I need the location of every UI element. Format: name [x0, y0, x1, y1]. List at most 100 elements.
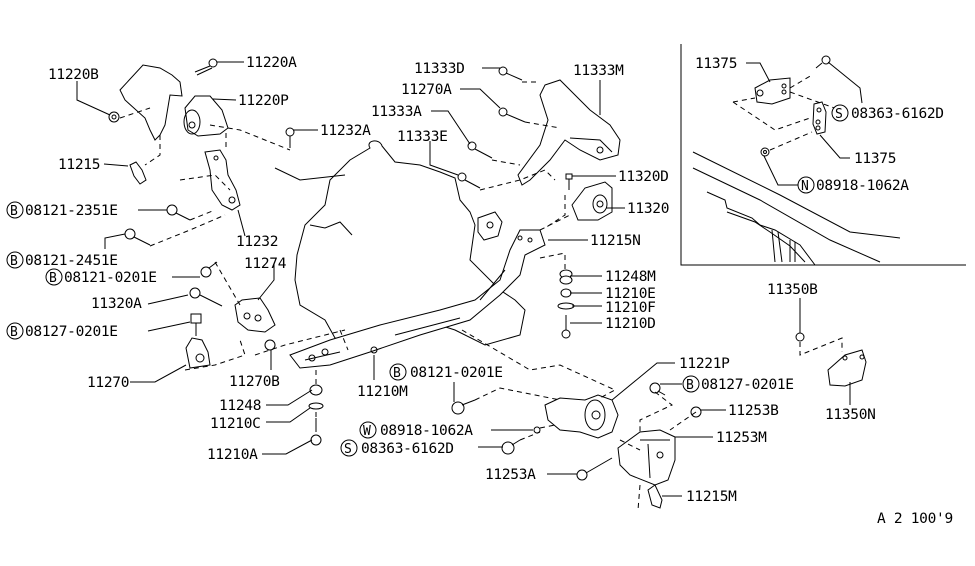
bracket-11220B-shield[interactable]: [119, 64, 183, 141]
nut-11220B[interactable]: [108, 111, 120, 123]
washer-11210C[interactable]: [308, 402, 324, 410]
label-11210E[interactable]: 11210E: [605, 286, 656, 302]
label-11253A[interactable]: 11253A: [485, 467, 536, 483]
label-11274[interactable]: 11274: [244, 256, 287, 272]
label-08918-1062A-inset[interactable]: 08918-1062A: [816, 178, 910, 194]
bolt-11320A[interactable]: [189, 287, 223, 307]
label-11270[interactable]: 11270: [87, 375, 129, 391]
label-11220B[interactable]: 11220B: [48, 67, 99, 83]
bolt-08121-2451E[interactable]: [124, 228, 151, 246]
label-11375-lower[interactable]: 11375: [854, 151, 896, 167]
label-11232A[interactable]: 11232A: [320, 123, 371, 139]
insulator-11248[interactable]: [309, 384, 323, 396]
bracket-11215M[interactable]: [647, 484, 663, 509]
label-11210A[interactable]: 11210A: [207, 447, 258, 463]
bracket-11375-lower[interactable]: [812, 101, 827, 135]
bolt-08121-2351E[interactable]: [166, 204, 191, 221]
label-08121-0201E-left[interactable]: 08121-0201E: [64, 270, 157, 286]
bolt-08127-0201E-right[interactable]: [649, 382, 666, 396]
label-11248[interactable]: 11248: [219, 398, 261, 414]
prefix-b: B: [10, 204, 18, 219]
leader-lines: [76, 61, 851, 497]
label-11220P[interactable]: 11220P: [238, 93, 289, 109]
label-11248M[interactable]: 11248M: [605, 269, 656, 285]
prefix-b: B: [393, 366, 401, 381]
label-11350B[interactable]: 11350B: [767, 282, 818, 298]
label-08127-0201E-left[interactable]: 08127-0201E: [25, 324, 118, 340]
bracket-11215N[interactable]: [477, 211, 503, 241]
bolt-11333A[interactable]: [467, 141, 493, 159]
bolt-08121-0201E-center[interactable]: [451, 399, 476, 415]
bracket-11333M[interactable]: [517, 79, 621, 186]
label-11253B[interactable]: 11253B: [728, 403, 779, 419]
label-08918-1062A[interactable]: 08918-1062A: [380, 423, 474, 439]
label-11210M[interactable]: 11210M: [357, 384, 408, 400]
label-11320A[interactable]: 11320A: [91, 296, 142, 312]
insulator-11248M[interactable]: [559, 269, 573, 285]
bolt-11270A[interactable]: [498, 107, 526, 123]
label-11210D[interactable]: 11210D: [605, 316, 656, 332]
label-11215N[interactable]: 11215N: [590, 233, 641, 249]
label-08363-6162D-center[interactable]: 08363-6162D: [361, 441, 454, 457]
label-11270B[interactable]: 11270B: [229, 374, 280, 390]
label-11210F[interactable]: 11210F: [605, 300, 656, 316]
prefix-s: S: [835, 107, 843, 122]
bolt-11253A[interactable]: [576, 457, 613, 481]
mount-11274[interactable]: [234, 297, 276, 333]
label-11210C[interactable]: 11210C: [210, 416, 261, 432]
prefix-b: B: [49, 271, 57, 286]
bolt-08121-0201E-left[interactable]: [200, 261, 218, 278]
label-11215M[interactable]: 11215M: [686, 489, 737, 505]
mount-11221P[interactable]: [544, 394, 619, 439]
label-08363-6162D-inset[interactable]: 08363-6162D: [851, 106, 944, 122]
label-11232[interactable]: 11232: [236, 234, 278, 250]
crossmember-11210M[interactable]: [289, 229, 546, 369]
label-11320[interactable]: 11320: [627, 201, 669, 217]
bolt-11333D[interactable]: [498, 66, 523, 81]
bolt-08363-6162D-center[interactable]: [501, 439, 521, 455]
label-08127-0201E-right[interactable]: 08127-0201E: [701, 377, 794, 393]
bracket-11375-upper[interactable]: [754, 77, 791, 105]
bolt-08127-0201E-left[interactable]: [190, 313, 202, 336]
bolt-11232A[interactable]: [285, 127, 295, 148]
label-11333A[interactable]: 11333A: [371, 104, 422, 120]
nut-08918-1062A-inset[interactable]: [760, 147, 770, 157]
label-11333D[interactable]: 11333D: [414, 61, 465, 77]
bracket-11253M[interactable]: [617, 429, 676, 486]
label-11221P[interactable]: 11221P: [679, 356, 730, 372]
mount-11320[interactable]: [571, 181, 613, 221]
label-11333E[interactable]: 11333E: [397, 129, 448, 145]
bolt-11210D[interactable]: [561, 315, 571, 339]
label-08121-0201E-center[interactable]: 08121-0201E: [410, 365, 503, 381]
mount-11220P[interactable]: [183, 95, 229, 137]
prefix-s: S: [344, 442, 352, 457]
bolt-08363-6162D-inset[interactable]: [815, 55, 831, 69]
bracket-11232[interactable]: [204, 149, 241, 211]
bolt-11210A[interactable]: [310, 418, 322, 446]
washer-11210E[interactable]: [560, 288, 572, 298]
label-11215[interactable]: 11215: [58, 157, 100, 173]
washer-11210F[interactable]: [557, 302, 575, 310]
inset-panel: [680, 44, 966, 266]
bracket-11215[interactable]: [129, 161, 147, 185]
label-11220A[interactable]: 11220A: [246, 55, 297, 71]
label-08121-2451E[interactable]: 08121-2451E: [25, 253, 118, 269]
prefix-w: W: [363, 424, 371, 439]
label-11350N[interactable]: 11350N: [825, 407, 876, 423]
label-08121-2351E[interactable]: 08121-2351E: [25, 203, 118, 219]
prefix-n: N: [801, 179, 809, 194]
label-11320D[interactable]: 11320D: [618, 169, 669, 185]
label-11333M[interactable]: 11333M: [573, 63, 624, 79]
nut-11350B[interactable]: [795, 332, 805, 342]
bolt-11220A[interactable]: [194, 58, 218, 76]
label-11375-upper[interactable]: 11375: [695, 56, 737, 72]
label-11270A[interactable]: 11270A: [401, 82, 452, 98]
label-11253M[interactable]: 11253M: [716, 430, 767, 446]
stopper-11350N[interactable]: [827, 349, 867, 387]
bolt-11320D[interactable]: [565, 173, 573, 190]
mount-11270[interactable]: [185, 337, 211, 369]
prefix-b: B: [10, 254, 18, 269]
bolt-11333E[interactable]: [457, 172, 481, 189]
bushing-11270B[interactable]: [264, 339, 276, 351]
